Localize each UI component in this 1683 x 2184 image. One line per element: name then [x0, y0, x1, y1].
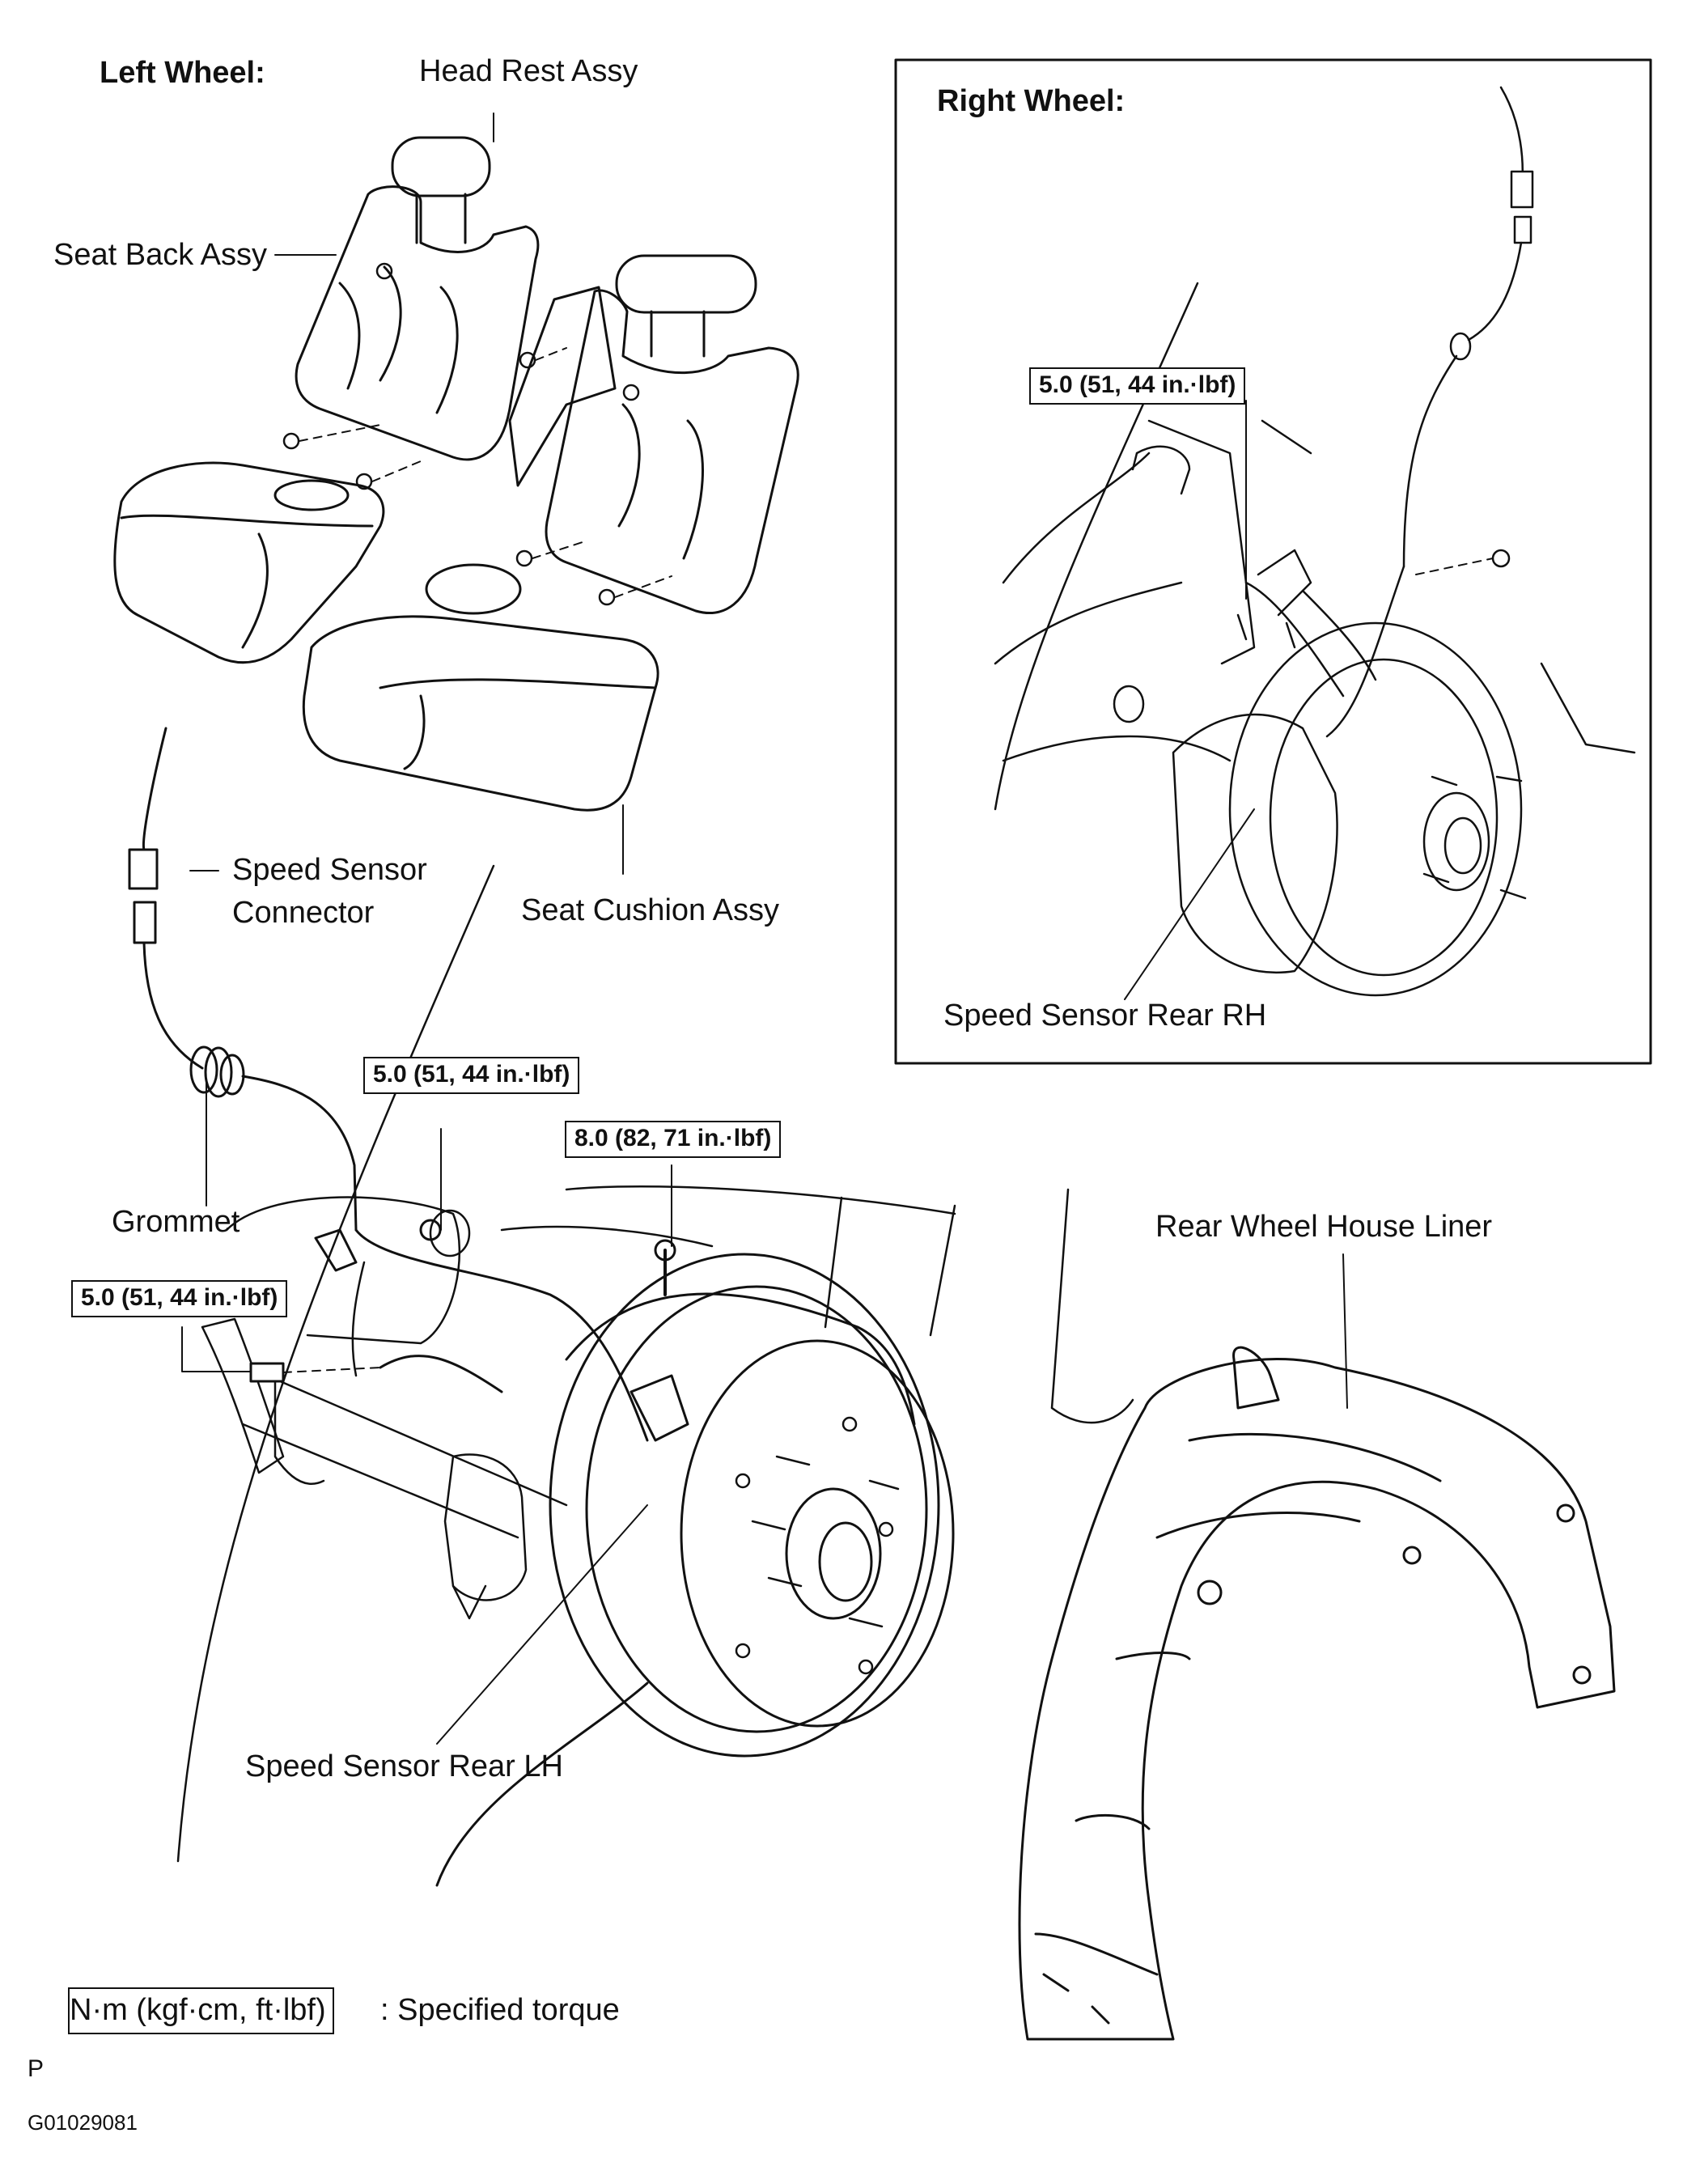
torque-spec-right-sensor: 5.0 (51, 44 in.·lbf) — [1029, 367, 1246, 405]
right-wheel-assembly — [994, 86, 1636, 997]
seat-cushion-label: Seat Cushion Assy — [521, 893, 779, 927]
torque-legend-description: : Specified torque — [380, 1993, 620, 2027]
right-wheel-title: Right Wheel: — [937, 84, 1126, 118]
head-rest-left — [391, 136, 491, 197]
grommet-shape — [189, 1045, 245, 1098]
head-rest-label: Head Rest Assy — [419, 54, 638, 88]
speed-sensor-connector-label-line2: Connector — [232, 896, 375, 930]
seat-back-label: Seat Back Assy — [53, 238, 268, 272]
rear-seat-assembly — [113, 136, 799, 812]
right-wheel-frame — [894, 58, 1652, 1065]
seat-back-left — [295, 185, 540, 461]
rear-wheel-house-liner — [1018, 1346, 1616, 2041]
torque-spec-left-sensor: 8.0 (82, 71 in.·lbf) — [565, 1121, 782, 1158]
grommet-label: Grommet — [112, 1205, 240, 1239]
seat-back-right — [545, 289, 799, 614]
left-wheel-title: Left Wheel: — [100, 56, 265, 90]
torque-spec-left-clamp: 5.0 (51, 44 in.·lbf) — [71, 1280, 288, 1317]
torque-legend-box: N·m (kgf·cm, ft·lbf) — [68, 1987, 334, 2034]
left-suspension — [176, 864, 1134, 1863]
footer-letter: P — [28, 2055, 45, 2082]
speed-sensor-rear-rh-label: Speed Sensor Rear RH — [943, 999, 1267, 1033]
left-sensor-bracket — [249, 1219, 676, 1393]
seat-cushion-left — [113, 461, 385, 664]
leader-lines — [181, 112, 1348, 1745]
speed-sensor-connector-left — [128, 848, 159, 890]
speed-sensor-rear-lh-label: Speed Sensor Rear LH — [245, 1749, 563, 1783]
torque-spec-left-bracket: 5.0 (51, 44 in.·lbf) — [363, 1057, 580, 1094]
head-rest-right — [615, 254, 757, 314]
seat-cushion-right — [302, 615, 659, 812]
left-speed-sensor-wire — [128, 727, 649, 1442]
figure-id: G01029081 — [28, 2110, 138, 2135]
speed-sensor-connector-label-line1: Speed Sensor — [232, 853, 427, 887]
rear-wheel-house-liner-label: Rear Wheel House Liner — [1155, 1210, 1493, 1244]
left-brake-disc — [435, 1253, 955, 1887]
